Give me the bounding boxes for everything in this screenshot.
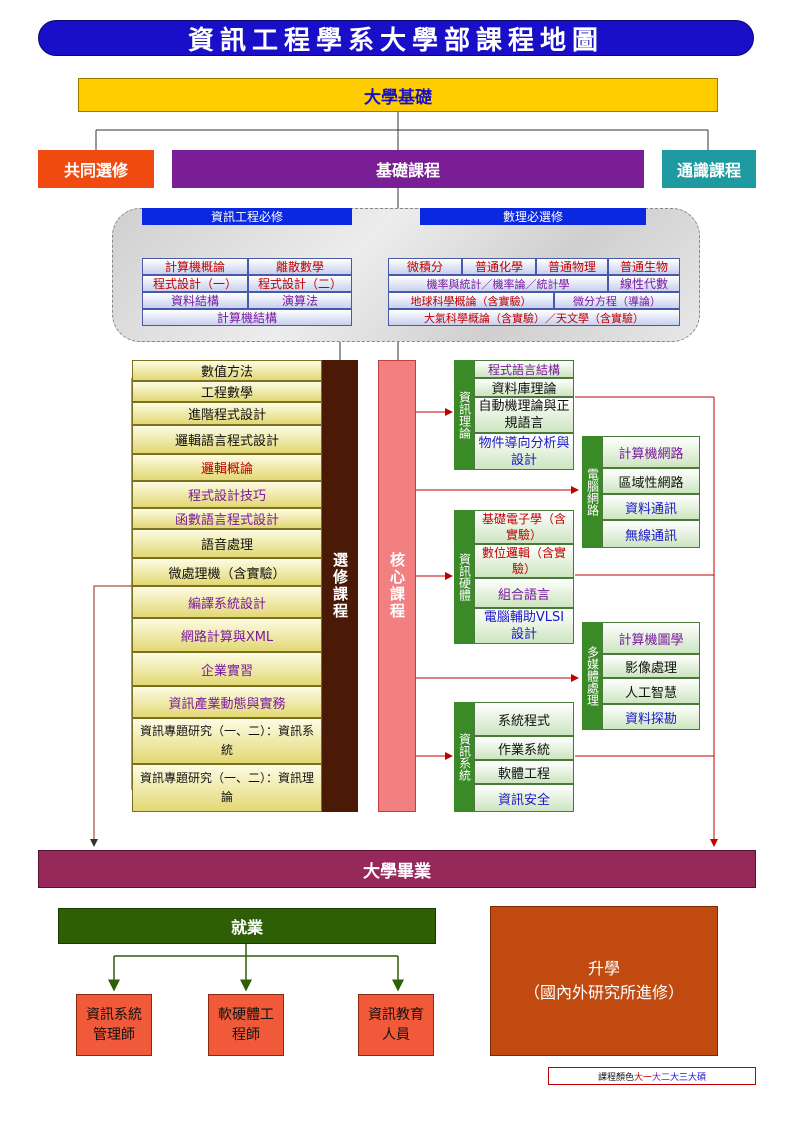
elective-logic-programming: 邏輯語言程式設計 [132,425,322,454]
elective-numerical-methods: 數值方法 [132,360,322,381]
further-study-subtitle: （國內外研究所進修） [523,983,684,1002]
course-earth-science: 地球科學概論（含實驗） [388,292,554,309]
legend-year1: 大一 [633,1072,652,1083]
core-vlsi-design: 電腦輔助VLSI設計 [474,608,574,644]
basic-courses-box: 基礎課程 [172,150,644,188]
career-engineer: 軟硬體工程師 [208,994,284,1056]
course-programming-1: 程式設計（一） [142,275,248,292]
elective-programming-skills: 程式設計技巧 [132,481,322,508]
course-physics: 普通物理 [536,258,608,275]
electives-label: 選修課程 [322,360,358,812]
course-data-structures: 資料結構 [142,292,248,309]
elective-internship: 企業實習 [132,652,322,686]
core-wireless-communications: 無線通訊 [602,520,700,548]
elective-speech-processing: 語音處理 [132,529,322,558]
core-database-theory: 資料庫理論 [474,378,574,397]
legend-prefix: 課程顏色 [597,1072,634,1083]
group-multimedia-label: 多媒體處理 [582,622,602,730]
further-study-title: 升學 [587,959,620,978]
course-intro-computer: 計算機概論 [142,258,248,275]
group-network-label: 電腦網路 [582,436,602,548]
elective-network-xml: 網路計算與XML [132,618,322,652]
common-electives-box: 共同選修 [38,150,154,188]
course-computer-architecture: 計算機結構 [142,309,352,326]
core-programming-language-structure: 程式語言結構 [474,360,574,378]
core-digital-logic: 數位邏輯（含實驗） [474,544,574,578]
core-basic-electronics: 基礎電子學（含實驗） [474,510,574,544]
elective-engineering-math: 工程數學 [132,381,322,402]
core-object-oriented-design: 物件導向分析與設計 [474,433,574,470]
course-chemistry: 普通化學 [462,258,536,275]
core-assembly-language: 組合語言 [474,578,574,608]
core-data-communications: 資料通訊 [602,494,700,520]
math-required-header: 數理必選修 [420,208,646,225]
core-computer-graphics: 計算機圖學 [602,622,700,654]
core-data-mining: 資料探勘 [602,704,700,730]
core-software-engineering: 軟體工程 [474,760,574,784]
course-discrete-math: 離散數學 [248,258,352,275]
color-legend: 課程顏色 大一 大二 大三大碩 [548,1067,756,1085]
elective-microprocessor: 微處理機（含實驗） [132,558,322,586]
core-automata-theory: 自動機理論與正規語言 [474,397,574,433]
legend-year3: 大三大碩 [670,1072,707,1083]
elective-logic-intro: 邏輯概論 [132,454,322,481]
core-local-area-networks: 區域性網路 [602,468,700,494]
page-title: 資訊工程學系大學部課程地圖 [38,20,754,56]
employment-box: 就業 [58,908,436,944]
core-system-programming: 系統程式 [474,702,574,736]
group-hardware-label: 資訊硬體 [454,510,474,644]
core-computer-networks: 計算機網路 [602,436,700,468]
course-probability-statistics: 機率與統計／機率論／統計學 [388,275,608,292]
course-linear-algebra: 線性代數 [608,275,680,292]
general-education-box: 通識課程 [662,150,756,188]
career-educator: 資訊教育人員 [358,994,434,1056]
elective-advanced-programming: 進階程式設計 [132,402,322,425]
further-study-box: 升學 （國內外研究所進修） [490,906,718,1056]
elective-project-theory: 資訊專題研究（一、二）：資訊理論 [132,764,322,812]
course-algorithms: 演算法 [248,292,352,309]
legend-year2: 大二 [652,1072,671,1083]
core-information-security: 資訊安全 [474,784,574,812]
course-atmospheric-astronomy: 大氣科學概論（含實驗）／天文學（含實驗） [388,309,680,326]
cs-required-header: 資訊工程必修 [142,208,352,225]
course-programming-2: 程式設計（二） [248,275,352,292]
core-image-processing: 影像處理 [602,654,700,678]
course-calculus: 微積分 [388,258,462,275]
group-theory-label: 資訊理論 [454,360,474,470]
group-systems-label: 資訊系統 [454,702,474,812]
elective-project-systems: 資訊專題研究（一、二）：資訊系統 [132,718,322,764]
elective-compiler-design: 編譯系統設計 [132,586,322,618]
foundation-box: 大學基礎 [78,78,718,112]
career-system-administrator: 資訊系統管理師 [76,994,152,1056]
elective-functional-programming: 函數語言程式設計 [132,508,322,529]
elective-industry-trends: 資訊產業動態與實務 [132,686,322,718]
course-differential-equations: 微分方程（導論） [554,292,680,309]
core-courses-label: 核心課程 [378,360,416,812]
graduation-box: 大學畢業 [38,850,756,888]
core-operating-systems: 作業系統 [474,736,574,760]
course-biology: 普通生物 [608,258,680,275]
core-artificial-intelligence: 人工智慧 [602,678,700,704]
